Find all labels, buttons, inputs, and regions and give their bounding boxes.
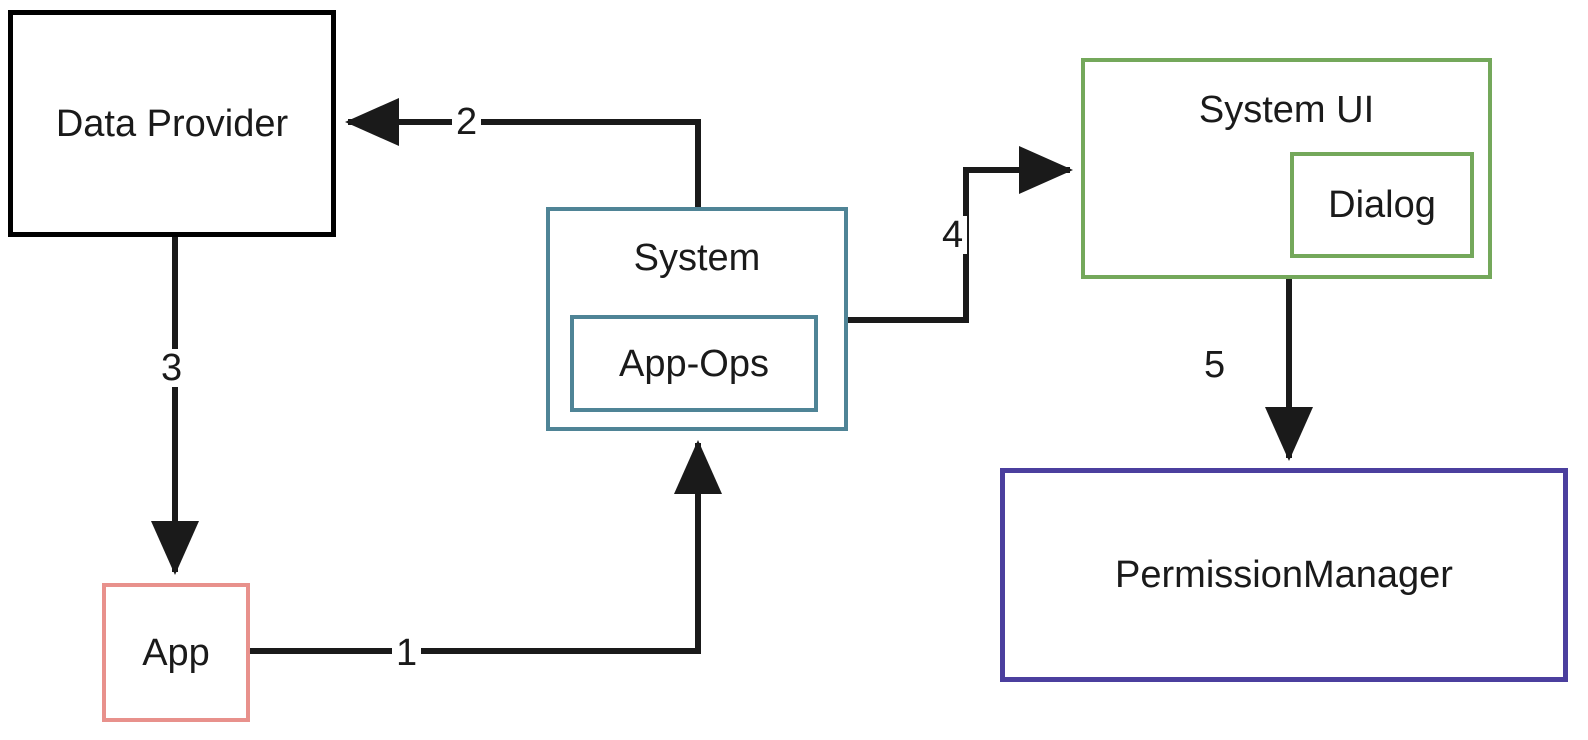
node-app-ops-label: App-Ops [619, 342, 769, 385]
node-system-label: System [633, 237, 761, 279]
edge-2-path [345, 98, 701, 207]
node-system-ui-label: System UI [1198, 89, 1375, 131]
edge-label-3: 3 [157, 349, 187, 387]
edge-label-5: 5 [1200, 346, 1230, 384]
node-data-provider-label: Data Provider [55, 102, 289, 145]
edge-label-4: 4 [938, 216, 968, 254]
edge-label-1: 1 [392, 634, 422, 672]
node-permission-manager[interactable] [1000, 468, 1568, 682]
node-data-provider[interactable] [8, 10, 336, 237]
node-dialog[interactable] [1290, 152, 1474, 258]
node-permission-manager-label: PermissionManager [1115, 554, 1453, 596]
edge-label-2: 2 [452, 103, 482, 141]
node-app-ops[interactable] [570, 315, 818, 412]
node-dialog-label: Dialog [1328, 184, 1436, 226]
node-app-label: App [142, 631, 210, 674]
node-app[interactable] [102, 583, 250, 722]
edge-1-path [250, 440, 722, 654]
